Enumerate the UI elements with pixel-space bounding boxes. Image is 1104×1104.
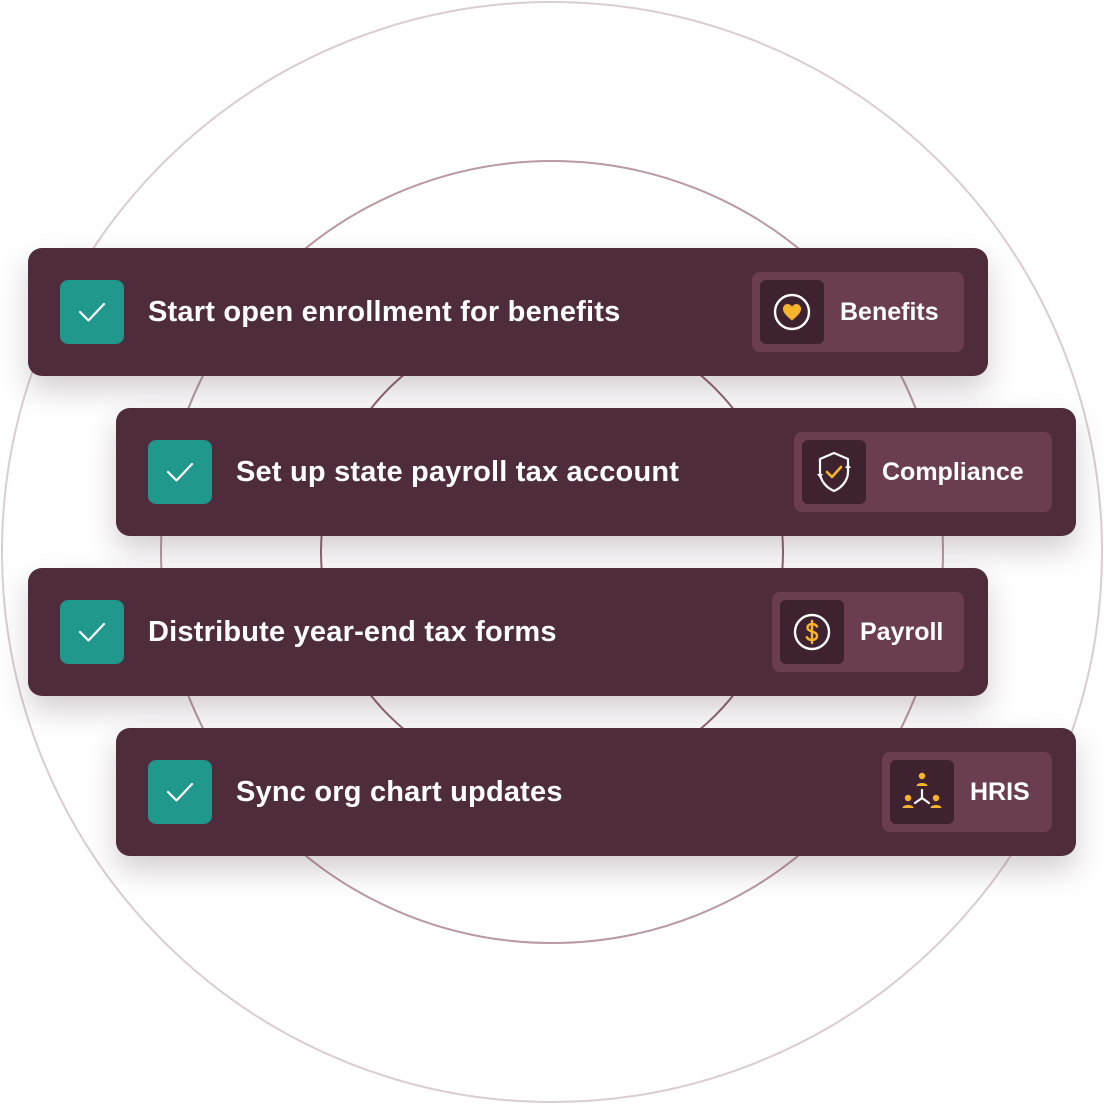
category-tag-compliance[interactable]: Compliance (794, 432, 1052, 512)
task-checkbox[interactable] (148, 760, 212, 824)
category-tag-label: Benefits (840, 298, 939, 326)
org-chart-icon (890, 760, 954, 824)
category-tag-benefits[interactable]: Benefits (752, 272, 964, 352)
task-card-benefits[interactable]: Start open enrollment for benefits Benef… (28, 248, 988, 376)
task-card-compliance[interactable]: Set up state payroll tax account Complia… (116, 408, 1076, 536)
task-card-hris[interactable]: Sync org chart updates HRIS (116, 728, 1076, 856)
category-tag-hris[interactable]: HRIS (882, 752, 1052, 832)
category-tag-payroll[interactable]: Payroll (772, 592, 964, 672)
category-tag-label: HRIS (970, 778, 1030, 806)
task-label: Set up state payroll tax account (236, 456, 680, 488)
category-tag-label: Payroll (860, 618, 944, 646)
shield-check-icon (802, 440, 866, 504)
checkmark-icon (78, 622, 106, 642)
heart-icon (760, 280, 824, 344)
dollar-icon (780, 600, 844, 664)
checkmark-icon (166, 462, 194, 482)
category-tag-label: Compliance (882, 458, 1024, 486)
checkmark-icon (166, 782, 194, 802)
task-checkbox[interactable] (148, 440, 212, 504)
task-checkbox[interactable] (60, 280, 124, 344)
task-label: Distribute year-end tax forms (148, 616, 557, 648)
task-label: Sync org chart updates (236, 776, 563, 808)
task-card-payroll[interactable]: Distribute year-end tax forms Payroll (28, 568, 988, 696)
task-checkbox[interactable] (60, 600, 124, 664)
checkmark-icon (78, 302, 106, 322)
task-label: Start open enrollment for benefits (148, 296, 621, 328)
